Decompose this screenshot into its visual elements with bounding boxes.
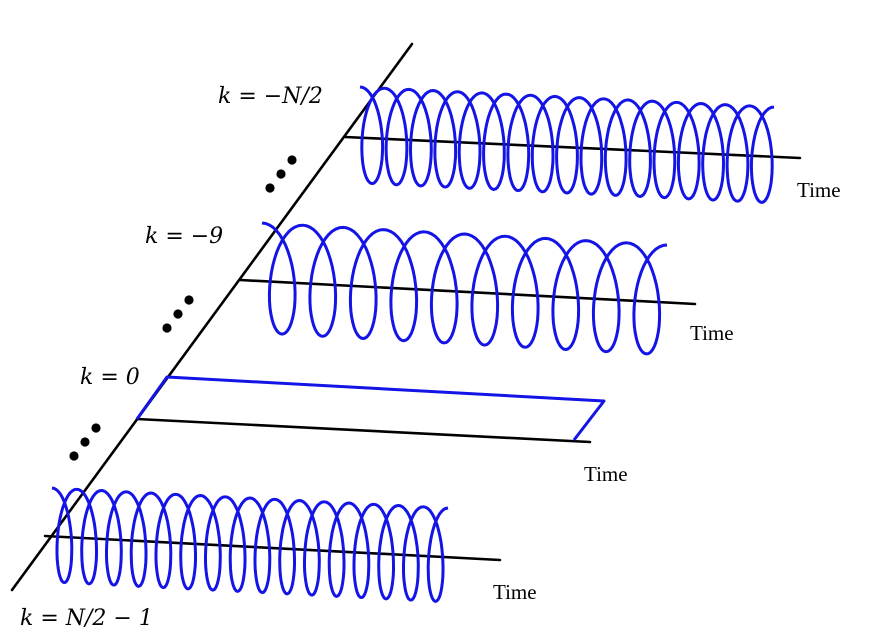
time-label-k-half-minus-one: Time xyxy=(493,580,537,604)
ellipsis-upper xyxy=(265,155,297,193)
ellipsis-lower xyxy=(69,423,101,461)
time-axis-k-neg-9 xyxy=(238,278,697,306)
row-k-zero: k = 0 Time xyxy=(80,365,628,486)
row-k-neg-half: k = −N/2 Time xyxy=(218,84,841,204)
helix-waveform-k-neg-9 xyxy=(261,221,668,356)
k-label-half-minus-one: k = N/2 − 1 xyxy=(20,606,153,631)
time-axis-k-zero xyxy=(135,417,592,444)
time-label-k-zero: Time xyxy=(584,462,628,486)
row-k-neg-9: k = −9 Time xyxy=(145,221,734,356)
time-label-k-neg-half: Time xyxy=(797,178,841,202)
k-label-zero: k = 0 xyxy=(80,365,140,390)
frequency-axis xyxy=(10,42,414,592)
row-k-half-minus-one: k = N/2 − 1 Time xyxy=(20,486,537,631)
constant-waveform-k-zero xyxy=(135,375,606,441)
time-label-k-neg-9: Time xyxy=(690,321,734,345)
time-axis-k-neg-half xyxy=(343,135,802,160)
helix-waveform-k-neg-half xyxy=(359,85,775,204)
ellipsis-middle xyxy=(162,295,194,333)
k-label-neg-9: k = −9 xyxy=(145,224,223,249)
k-label-neg-half: k = −N/2 xyxy=(218,84,323,109)
helix-waveform-k-half-minus-one xyxy=(51,486,449,603)
